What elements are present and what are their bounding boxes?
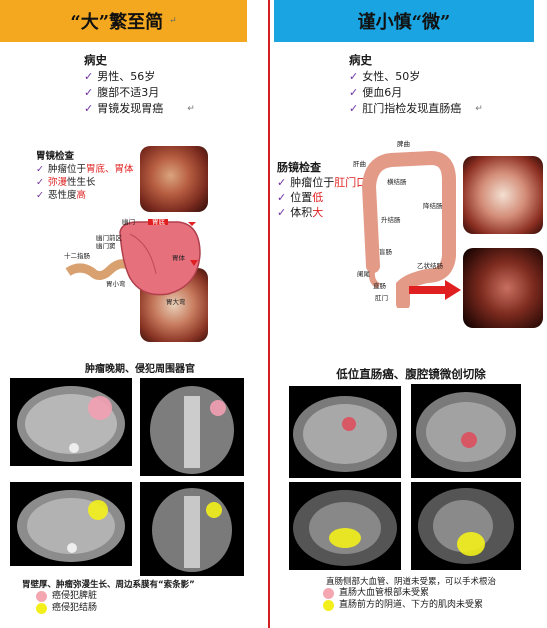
mri-pelvis-sagittal: [411, 482, 521, 570]
anatomy-label: 肛门: [375, 293, 388, 302]
right-mri-caption: 低位直肠癌、腹腔镜微创切除: [336, 367, 486, 381]
check-icon: ✓: [36, 177, 44, 188]
right-scope-title: 肠镜检查: [277, 161, 321, 174]
left-history-item: ✓男性、56岁: [84, 70, 156, 83]
pink-dot-icon: [323, 587, 334, 599]
yellow-dot-icon: [323, 599, 334, 611]
left-legend: 癌侵犯脾脏 癌侵犯结肠: [36, 590, 97, 614]
left-history-item: ✓胃镜发现胃癌↵: [84, 102, 195, 115]
mri-pelvis-axial: [289, 482, 401, 570]
right-history-item: ✓女性、50岁: [349, 70, 421, 83]
ct-scan-axial-2: [10, 482, 132, 566]
pink-dot-icon: [36, 590, 47, 602]
check-icon: ✓: [277, 206, 287, 219]
anatomy-label: 肝曲: [353, 159, 366, 168]
check-icon: ✓: [36, 190, 44, 201]
anatomy-label: 乙状结肠: [417, 261, 444, 270]
stomach-anatomy-diagram: 幽门 胃底 胃体 十二指肠 幽门前区 幽门窦 胃小弯 胃大弯: [64, 217, 201, 306]
right-banner: 谨小慎“微”: [274, 0, 534, 42]
anatomy-label: 盲肠: [379, 247, 393, 256]
check-icon: ✓: [84, 70, 94, 83]
anatomy-label: 胃小弯: [106, 279, 126, 288]
right-column: 谨小慎“微” 病史 ✓女性、50岁 ✓便血6月 ✓肛门指检发现直肠癌↵ 肠镜检查…: [271, 0, 547, 628]
legend-item: 直肠前方的阴道、下方的肌肉未受累: [323, 599, 483, 611]
left-scope-item: ✓恶性度高: [36, 190, 86, 201]
check-icon: ✓: [277, 191, 287, 204]
anatomy-label: 降结肠: [423, 201, 443, 210]
ct-scan-pelvis-axial-1: [289, 386, 401, 478]
anatomy-label: 直肠: [373, 281, 387, 290]
duodenum-shape: [65, 259, 133, 280]
colon-anatomy-diagram: 脾曲 肝曲 横结肠 升结肠 降结肠 盲肠 阑尾 直肠 肛门 乙状结肠: [353, 139, 456, 308]
left-banner-title: “大”繁至简: [70, 12, 164, 33]
anatomy-label: 升结肠: [381, 215, 401, 224]
anatomy-label: 幽门窦: [96, 241, 116, 250]
anatomy-label: 胃体: [172, 253, 186, 262]
right-mri-note: 直肠侧部大血管、阴道未受累，可以手术根治: [325, 577, 496, 587]
left-history-item: ✓腹部不适3月: [84, 86, 160, 99]
anatomy-label: 幽门前区: [96, 233, 123, 242]
right-history-title: 病史: [349, 53, 372, 67]
anatomy-label: 脾曲: [397, 139, 410, 148]
left-history-title: 病史: [84, 53, 107, 67]
anatomy-label: 胃大弯: [166, 297, 186, 306]
right-scope-item: ✓位置低: [277, 191, 324, 204]
left-scope-findings: 胃镜检查 ✓肿瘤位于胃底、胃体 ✓弥漫性生长 ✓恶性度高: [36, 150, 134, 202]
left-column: “大”繁至简 ↵ 病史 ✓男性、56岁 ✓腹部不适3月 ✓胃镜发现胃癌↵ 胃镜检…: [0, 0, 268, 628]
ct-scan-axial-1: [10, 378, 132, 466]
check-icon: ✓: [277, 176, 287, 189]
ct-scan-coronal-1: [140, 378, 244, 476]
anatomy-label: 胃底: [152, 217, 166, 226]
check-icon: ✓: [84, 86, 94, 99]
check-icon: ✓: [349, 102, 359, 115]
right-history-item: ✓便血6月: [349, 86, 403, 99]
colon-shape: [361, 150, 456, 308]
anatomy-label: 阑尾: [357, 269, 371, 278]
left-ct-note: 胃壁厚、肿瘤弥漫生长、周边系膜有“索条影”: [22, 580, 195, 590]
legend-item: 癌侵犯结肠: [36, 602, 97, 614]
right-history: 病史 ✓女性、50岁 ✓便血6月 ✓肛门指检发现直肠癌↵: [349, 52, 483, 117]
right-history-item: ✓肛门指检发现直肠癌↵: [349, 102, 483, 115]
appendix-shape: [368, 265, 381, 289]
ct-scan-pelvis-axial-2: [411, 384, 521, 478]
gastroscopy-image-top: [140, 146, 208, 212]
left-banner: “大”繁至简 ↵: [0, 0, 247, 42]
anatomy-label: 幽门: [122, 217, 135, 226]
colonoscopy-image-bottom: [463, 248, 543, 328]
check-icon: ✓: [84, 102, 94, 115]
check-icon: ✓: [349, 86, 359, 99]
right-scope-findings: 肠镜检查 ✓肿瘤位于肛门口 ✓位置低 ✓体积大: [277, 160, 367, 220]
label-tag: [148, 219, 168, 225]
anatomy-label: 横结肠: [387, 177, 407, 186]
legend-item: 直肠大血管根部未受累: [323, 587, 483, 599]
right-scope-item: ✓体积大: [277, 206, 324, 219]
legend-item: 癌侵犯脾脏: [36, 590, 97, 602]
colonoscopy-image-top: [463, 156, 543, 234]
right-banner-title: 谨小慎“微”: [357, 12, 451, 33]
paragraph-mark: ↵: [169, 16, 177, 26]
left-ct-caption: 肿瘤晚期、侵犯周围器官: [85, 364, 195, 375]
check-icon: ✓: [36, 164, 44, 175]
ct-scan-coronal-2: [140, 482, 244, 576]
left-scope-title: 胃镜检查: [36, 151, 75, 162]
anatomy-label: 十二指肠: [64, 251, 91, 260]
right-scope-item: ✓肿瘤位于肛门口: [277, 176, 368, 189]
stomach-shape: [119, 221, 201, 296]
left-scope-item: ✓肿瘤位于胃底、胃体: [36, 164, 134, 175]
left-history: 病史 ✓男性、56岁 ✓腹部不适3月 ✓胃镜发现胃癌↵: [84, 52, 195, 117]
left-scope-item: ✓弥漫性生长: [36, 177, 96, 188]
arrow-right-icon: [409, 280, 461, 300]
yellow-dot-icon: [36, 602, 47, 614]
right-legend: 直肠大血管根部未受累 直肠前方的阴道、下方的肌肉未受累: [323, 587, 483, 611]
center-divider: [268, 0, 270, 628]
check-icon: ✓: [349, 70, 359, 83]
